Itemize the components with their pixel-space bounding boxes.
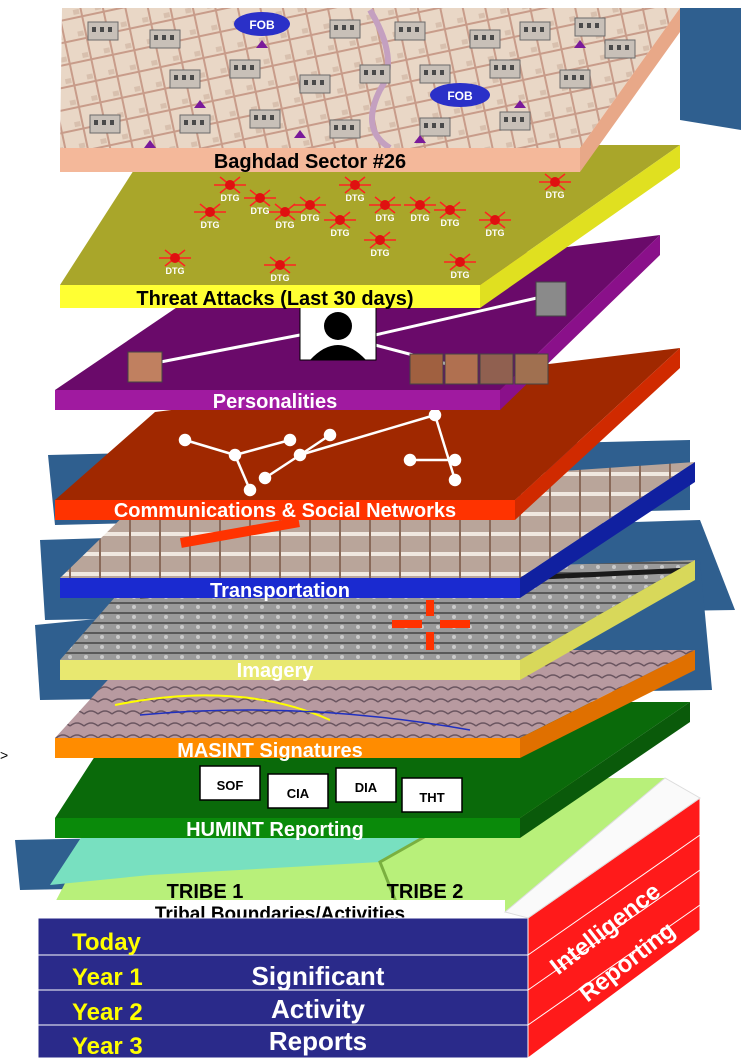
building-icon <box>394 21 426 41</box>
attack-marker-label: DTG <box>486 228 505 238</box>
building-icon <box>329 19 361 39</box>
building-icon <box>229 59 261 79</box>
attack-marker-label: DTG <box>301 213 320 223</box>
source-box <box>335 767 397 803</box>
intelligence-reporting-side <box>503 777 701 1059</box>
attack-marker: DTG <box>404 196 436 223</box>
building-icon <box>559 69 591 89</box>
base-line-activity: Activity <box>271 994 365 1024</box>
social-network-graph <box>178 408 462 497</box>
attack-marker: DTG <box>539 173 571 200</box>
fob-badge-2: FOB <box>447 89 473 103</box>
base-line-reports: Reports <box>269 1026 367 1056</box>
threat-layer-label: Threat Attacks (Last 30 days) <box>136 288 413 310</box>
attack-markers: DTG DTG DTG DTG DTG DTG DTG DTG DTG DTG DTG DTG DTG D… <box>159 173 571 283</box>
source-dia: DIA <box>355 780 378 795</box>
period-year-2: Year 2 <box>72 999 143 1026</box>
fob-marker-icon <box>514 100 526 108</box>
attack-marker-label: DTG <box>376 213 395 223</box>
base-line-significant: Significant <box>252 961 385 991</box>
building-icon <box>89 114 121 134</box>
attack-marker-label: DTG <box>276 220 295 230</box>
personalities-layer-label: Personalities <box>213 391 338 413</box>
building-icon <box>419 64 451 84</box>
base-activity-block <box>37 917 529 1059</box>
building-icon <box>499 111 531 131</box>
fob-marker-icon <box>144 140 156 148</box>
layer-threat <box>60 145 680 308</box>
source-cia: CIA <box>287 786 310 801</box>
fob-marker-icon <box>194 100 206 108</box>
building-icon <box>469 29 501 49</box>
building-icon <box>179 114 211 134</box>
humint-sources: SOF CIA DIA THT <box>199 765 463 813</box>
source-box <box>267 773 329 809</box>
transportation-layer-label: Transportation <box>210 580 350 602</box>
attack-marker-label: DTG <box>411 213 430 223</box>
masint-layer-label: MASINT Signatures <box>177 740 363 762</box>
source-sof: SOF <box>217 778 244 793</box>
building-icon <box>149 29 181 49</box>
attack-marker: DTG <box>269 203 301 230</box>
fob-marker-icon <box>294 130 306 138</box>
attack-marker: DTG <box>244 189 276 216</box>
building-icon <box>169 69 201 89</box>
attack-marker-label: DTG <box>546 190 565 200</box>
source-box <box>199 765 261 801</box>
building-icon <box>489 59 521 79</box>
source-tht: THT <box>419 790 444 805</box>
period-today: Today <box>72 929 142 956</box>
attack-marker: DTG <box>324 211 356 238</box>
fob-badge-1: FOB <box>249 18 275 32</box>
small-arrow-glyph: > <box>0 747 8 763</box>
attack-marker: DTG <box>194 203 226 230</box>
humint-layer-label: HUMINT Reporting <box>186 819 364 841</box>
building-icon <box>419 117 451 137</box>
attack-marker: DTG <box>444 253 476 280</box>
attack-marker-label: DTG <box>331 228 350 238</box>
building-icon <box>359 64 391 84</box>
attack-marker-label: DTG <box>441 218 460 228</box>
building-icon <box>249 109 281 129</box>
building-icon <box>87 21 119 41</box>
attack-marker: DTG <box>159 249 191 276</box>
attack-marker-label: DTG <box>371 248 390 258</box>
period-year-1: Year 1 <box>72 964 143 991</box>
fob-marker-icon <box>256 40 268 48</box>
attack-marker-label: DTG <box>451 270 470 280</box>
attack-marker: DTG <box>339 176 371 203</box>
attack-marker: DTG <box>264 256 296 283</box>
source-box <box>401 777 463 813</box>
attack-marker: DTG <box>364 231 396 258</box>
tribe-1-label: TRIBE 1 <box>167 881 244 903</box>
comms-layer-label: Communications & Social Networks <box>114 500 456 522</box>
personality-photos <box>127 281 567 385</box>
attack-marker-label: DTG <box>221 193 240 203</box>
building-icon <box>604 39 636 59</box>
baghdad-layer-label: Baghdad Sector #26 <box>214 151 406 173</box>
attack-marker-label: DTG <box>201 220 220 230</box>
building-icon <box>329 119 361 139</box>
building-icon <box>519 21 551 41</box>
target-crosshair-icon <box>392 600 470 650</box>
building-icon <box>574 17 606 37</box>
fob-badges: FOB FOB <box>234 12 490 107</box>
attack-marker: DTG <box>434 201 466 228</box>
attack-marker: DTG <box>294 196 326 223</box>
attack-marker-label: DTG <box>271 273 290 283</box>
attack-marker: DTG <box>214 176 246 203</box>
tribe-2-label: TRIBE 2 <box>387 881 464 903</box>
attack-marker-label: DTG <box>251 206 270 216</box>
attack-marker-label: DTG <box>166 266 185 276</box>
imagery-layer-label: Imagery <box>237 660 315 682</box>
fob-marker-icon <box>414 135 426 143</box>
attack-marker: DTG <box>479 211 511 238</box>
attack-marker-label: DTG <box>346 193 365 203</box>
attack-marker: DTG <box>369 196 401 223</box>
building-icon <box>299 74 331 94</box>
fob-marker-icon <box>574 40 586 48</box>
building-icons <box>87 17 636 148</box>
period-year-3: Year 3 <box>72 1033 143 1060</box>
